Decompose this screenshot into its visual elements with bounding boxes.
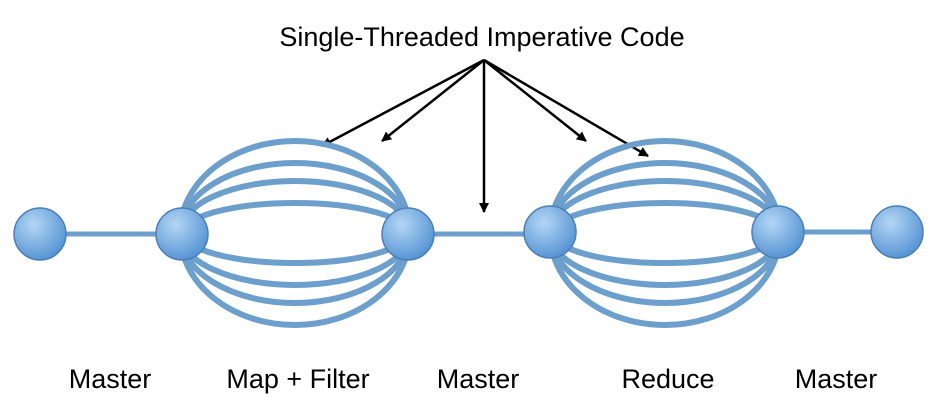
node-map-right xyxy=(381,207,435,261)
title-arrow xyxy=(483,59,587,142)
title-arrow xyxy=(381,59,485,142)
title-arrows xyxy=(321,58,649,213)
title-label: Single-Threaded Imperative Code xyxy=(279,22,684,52)
stage-label-map-filter: Map + Filter xyxy=(226,364,369,394)
worker-loop xyxy=(180,200,410,266)
stage-labels: Master Map + Filter Master Reduce Master xyxy=(69,364,878,394)
node-map-left xyxy=(155,207,209,261)
node-reduce-right xyxy=(751,205,805,259)
worker-loop xyxy=(547,138,783,328)
worker-loop xyxy=(177,178,413,288)
stage-label-master-3: Master xyxy=(795,364,878,394)
stage-label-reduce: Reduce xyxy=(621,364,714,394)
reduce-workers xyxy=(547,138,783,328)
node-reduce-left xyxy=(523,205,577,259)
node-master-start xyxy=(13,207,67,261)
worker-loop xyxy=(177,138,413,328)
worker-loop xyxy=(550,200,780,266)
title-arrow xyxy=(321,58,485,148)
stage-label-master-1: Master xyxy=(69,364,152,394)
map-filter-workers xyxy=(177,138,413,328)
title-arrow xyxy=(483,58,649,158)
node-master-end xyxy=(870,205,924,259)
worker-loop xyxy=(547,178,783,288)
stage-label-master-2: Master xyxy=(437,364,520,394)
pipeline-nodes xyxy=(13,205,924,261)
